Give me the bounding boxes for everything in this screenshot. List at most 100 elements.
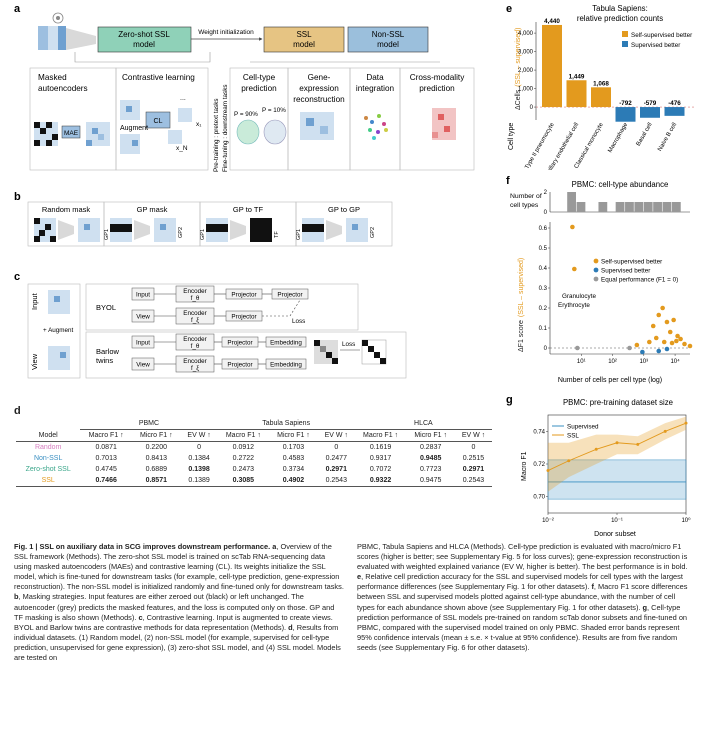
caption-e: , Relative cell prediction accuracy for …: [357, 572, 683, 592]
chart-f-xlabel: Number of cells per cell type (log): [558, 377, 662, 384]
contrastive-learning-box: [115, 67, 209, 171]
results-table: PBMC Tabula Sapiens HLCA Model Macro F1 …: [16, 418, 492, 487]
table-cell: 0.1619: [369, 444, 392, 451]
table-cell: 0.2515: [462, 455, 485, 462]
f-point: [653, 335, 659, 341]
f-point: [575, 345, 580, 351]
chart-g-legend: Supervised SSL: [552, 424, 599, 440]
table-cell: 0.2477: [325, 455, 347, 462]
g-ytick-label: 0.70: [533, 495, 545, 501]
f-point: [634, 342, 640, 348]
table-cell: 0.7072: [369, 466, 392, 473]
table-cell: 0.3085: [217, 475, 270, 487]
f-point: [661, 339, 667, 345]
f-xtick-label: 10³: [639, 359, 648, 365]
table-cell: 0.1398: [188, 466, 210, 473]
mask-panel-title: GP mask: [137, 205, 168, 214]
table-cell: 0.4902: [269, 475, 318, 487]
e-ytick-label: 3,000: [518, 50, 534, 56]
caption-a-letter: a: [272, 542, 277, 551]
non-ssl-box-label-1: Non-SSL: [372, 30, 405, 39]
table-cell: 0.9322: [354, 475, 407, 487]
mask-panel-title: GP to GP: [328, 205, 360, 214]
chart-f-legend: Self-supervised better Supervised better…: [593, 259, 678, 284]
caption-g: , Cell-type prediction performance of SS…: [357, 602, 688, 652]
panel-label-e: e: [506, 3, 512, 15]
f-ytick-label: 0.6: [539, 226, 548, 232]
caption-c: , Contrastive learning. Input is augment…: [14, 612, 333, 632]
f-point: [656, 312, 662, 318]
f-ytick-label: 0.4: [539, 266, 548, 272]
panel-label-c: c: [14, 271, 20, 283]
cl-box: [145, 111, 171, 129]
caption-a: , Overview of the SSL framework (Methods…: [14, 542, 344, 592]
f-hist-bar: [653, 202, 662, 212]
e-bar: [542, 24, 562, 108]
table-cell: 0.2971: [325, 466, 347, 473]
mae-input-matrix: [34, 122, 58, 146]
g-xtick-label: 10⁻²: [542, 518, 554, 524]
table-group-header: Tabula Sapiens: [217, 418, 355, 430]
chart-f-title: PBMC: cell-type abundance: [572, 180, 669, 189]
chart-g-xlabel: Donor subset: [594, 531, 636, 538]
non-ssl-box: [347, 26, 429, 53]
f-point: [664, 346, 670, 352]
cross-modality-title-1: Cross-modality: [410, 73, 466, 82]
f-hist-bar: [625, 202, 634, 212]
mask-panel-title: GP to TF: [233, 205, 264, 214]
f-point: [675, 333, 680, 339]
e-category-label: Naive B cell: [657, 122, 678, 152]
table-metric-header: Macro F1 ↑: [80, 429, 132, 442]
e-bar: [591, 87, 611, 108]
g-point: [546, 469, 550, 473]
mae-output-matrix: [86, 122, 110, 146]
augment-label: Augment: [120, 125, 148, 132]
e-value-label: -476: [668, 100, 681, 107]
table-cell: 0.1703: [282, 444, 305, 451]
mask-autoencoder: [326, 220, 342, 240]
gene-expr-matrix: [300, 112, 334, 140]
g-point: [636, 442, 640, 446]
g-point: [663, 429, 667, 433]
f-point: [570, 224, 575, 230]
legend-ssl-better: Self-supervised better: [631, 32, 692, 39]
x1-label: x₁: [196, 121, 202, 128]
gp-target-label: TF: [274, 231, 280, 238]
f-ytick-label: 0.2: [539, 306, 548, 312]
byol-encoder-xi-label: f_ξ: [191, 317, 199, 324]
table-cell: 0.7723: [419, 466, 442, 473]
table-group-header: HLCA: [354, 418, 492, 430]
barlow-loss-label: Loss: [342, 341, 355, 348]
f-ytick-label: 0: [544, 346, 548, 352]
table-cell: 0.1389: [180, 475, 218, 487]
data-icon: [38, 12, 96, 50]
panel-a: a Zero-shot SSL model Weight initializat…: [14, 3, 475, 172]
cross-modality-title-2: prediction: [419, 84, 455, 93]
barlow-input-label: Input: [136, 340, 150, 347]
chart-e-title-2: relative prediction counts: [577, 14, 663, 23]
caption-f-letter: f: [591, 582, 594, 592]
barlow-label: twins: [96, 356, 113, 365]
table-cell: 0.2473: [232, 466, 255, 473]
legend-g-supervised: Supervised: [567, 424, 599, 431]
g-ci-band: [547, 459, 687, 500]
gp-label: GP1: [296, 229, 302, 240]
byol-projector-2-label: Projector: [231, 314, 256, 321]
byol-encoder-xi-label: Encoder: [183, 310, 206, 317]
chart-g-ylabel: Macro F1: [521, 451, 528, 481]
mask-panel: [295, 201, 393, 247]
g-xtick-label: 10⁰: [681, 517, 691, 524]
f-point: [650, 323, 656, 329]
barlow-projector-2-label: Projector: [227, 362, 252, 369]
caption-right-1: PBMC, Tabula Sapiens and HLCA (Methods).…: [357, 542, 688, 572]
e-value-label: -579: [644, 100, 657, 107]
g-point: [684, 421, 688, 425]
barlow-encoder-xi-label: f_ξ: [191, 365, 199, 372]
f-hist-bar: [615, 202, 625, 212]
table-cell: 0.2543: [455, 475, 492, 487]
barlow-embedding-2-label: Embedding: [270, 362, 302, 369]
zero-shot-ssl-label-1: Zero-shot SSL: [118, 30, 170, 39]
mask-panel-title: Random mask: [42, 205, 91, 214]
f-hist-bar: [662, 202, 672, 212]
